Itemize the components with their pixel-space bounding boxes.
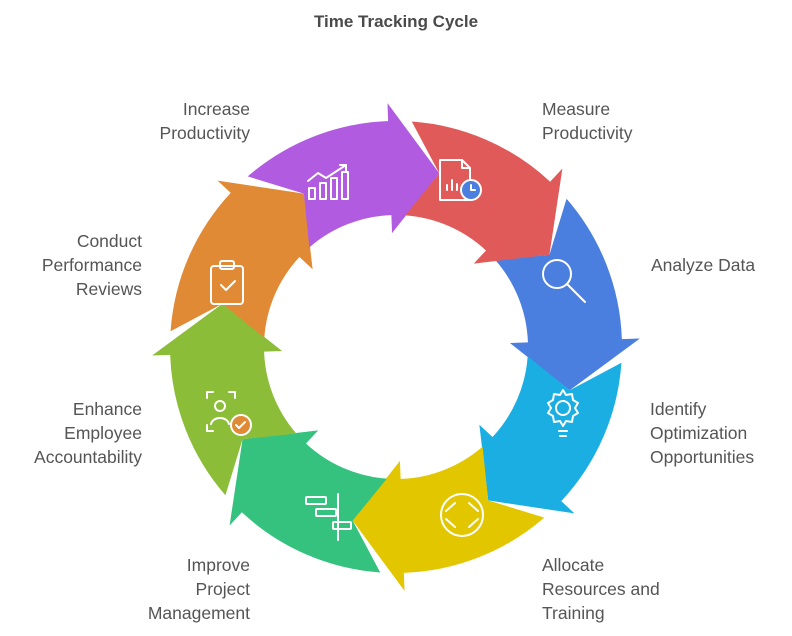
label-analyze-data: Analyze Data [651, 253, 755, 277]
label-line: Allocate [542, 555, 605, 575]
label-line: Performance [41, 255, 142, 275]
magnifier-icon [542, 259, 586, 303]
focus-target-icon [440, 493, 484, 537]
cycle-segment-conduct [247, 103, 440, 248]
label-line: Analyze Data [651, 255, 756, 275]
lightbulb-gear-icon [547, 389, 579, 437]
cycle-segment-identify [352, 446, 545, 591]
cycle-segment-enhance [170, 180, 313, 338]
label-line: Opportunities [650, 447, 755, 467]
label-line: Project [195, 579, 250, 599]
gantt-chart-icon [305, 493, 352, 541]
label-line: Resources and [542, 579, 660, 599]
cycle-segment-measure [495, 198, 640, 391]
label-line: Identify [650, 399, 707, 419]
label-line: Optimization [650, 423, 748, 443]
label-line: Productivity [159, 123, 250, 143]
cycle-segment-improve [152, 303, 297, 496]
clipboard-check-icon [210, 260, 244, 305]
document-chart-clock-icon [439, 159, 482, 201]
label-line: Improve [186, 555, 250, 575]
label-line: Enhance [72, 399, 142, 419]
growth-chart-icon [307, 164, 349, 200]
cycle-segment-allocate [229, 430, 387, 573]
diagram-title: Time Tracking Cycle [313, 12, 479, 31]
label-line: Conduct [76, 231, 142, 251]
label-line: Measure [542, 99, 611, 119]
label-line: Accountability [34, 447, 142, 467]
label-line: Training [542, 603, 605, 623]
cycle-segment-increase [405, 121, 563, 264]
label-line: Management [147, 603, 250, 623]
label-line: Employee [64, 423, 142, 443]
cycle-segment-analyze [479, 356, 622, 514]
label-line: Reviews [75, 279, 142, 299]
face-id-check-icon [206, 391, 252, 436]
label-line: Productivity [542, 123, 633, 143]
label-line: Increase [182, 99, 250, 119]
